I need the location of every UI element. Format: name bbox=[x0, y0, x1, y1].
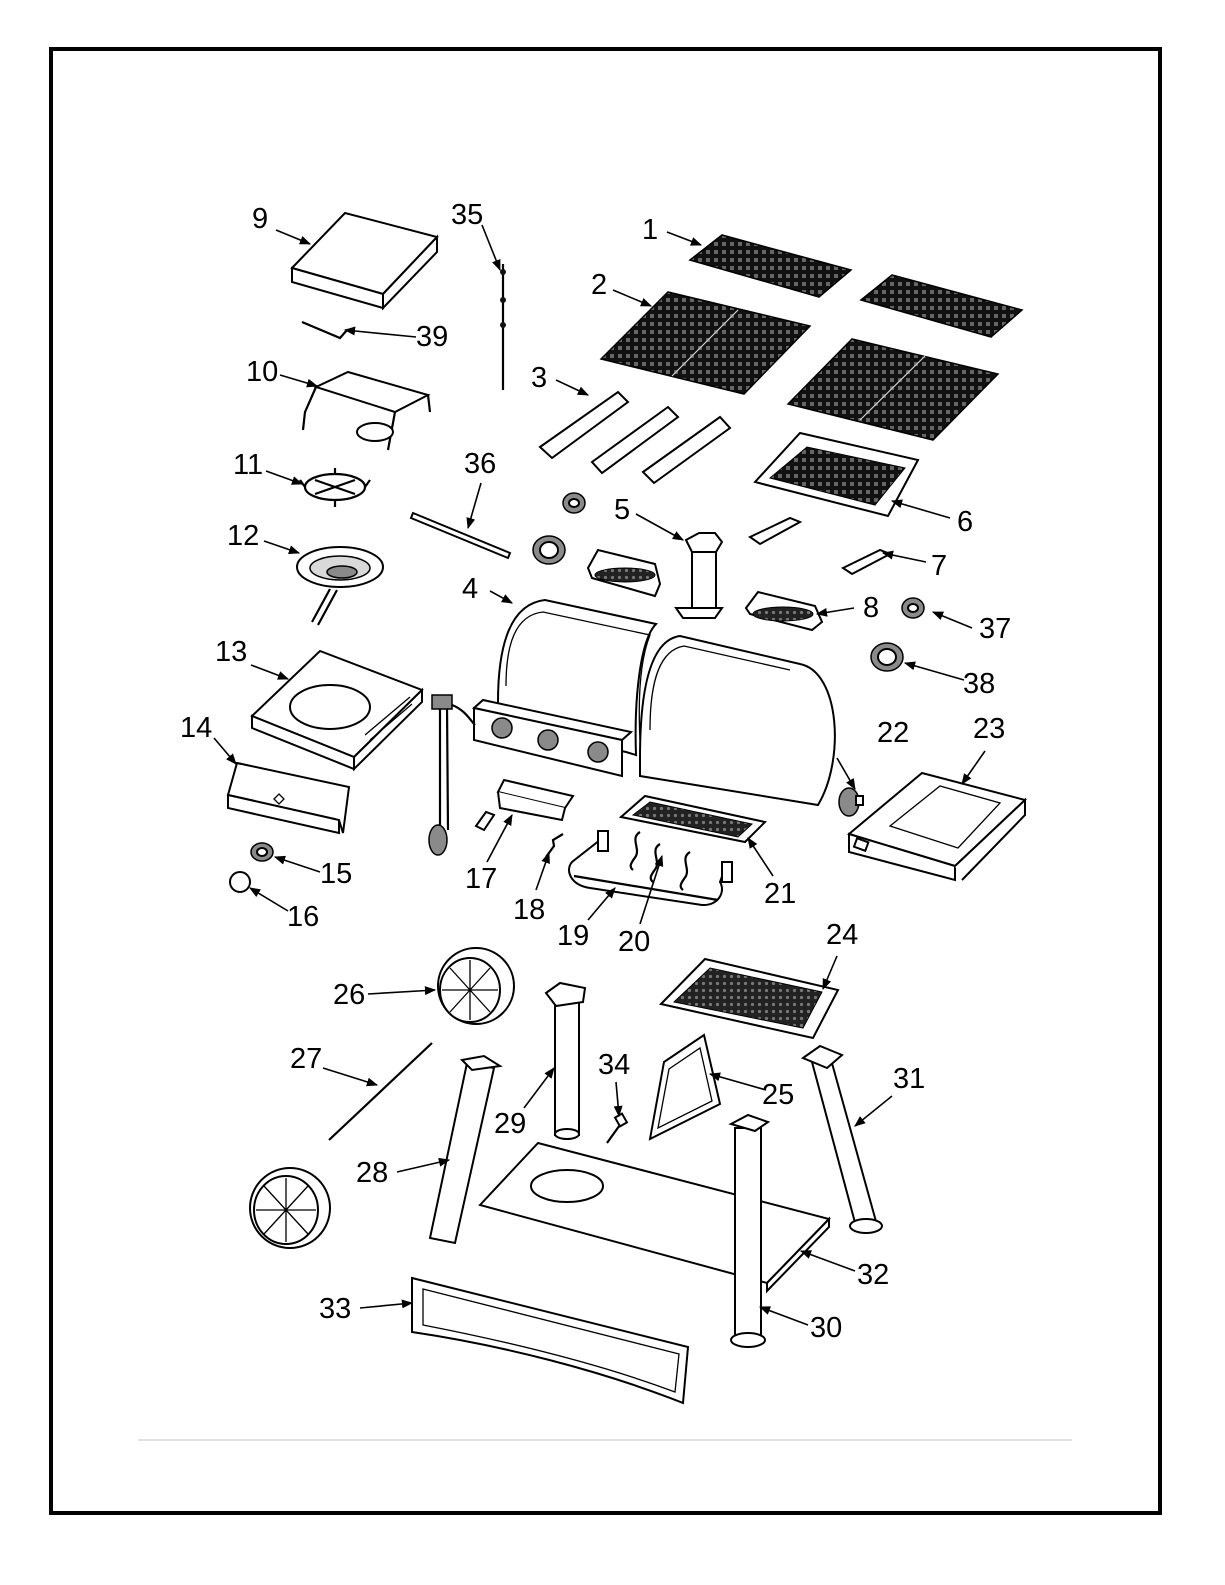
label-23: 23 bbox=[973, 713, 1005, 745]
part-15-knob-bezel bbox=[251, 843, 273, 861]
label-28: 28 bbox=[356, 1157, 388, 1189]
label-39: 39 bbox=[416, 321, 448, 353]
part-31-leg bbox=[803, 1046, 882, 1233]
part-21-grease-basket bbox=[621, 796, 765, 842]
label-31: 31 bbox=[893, 1063, 925, 1095]
label-3: 3 bbox=[531, 362, 547, 394]
label-38: 38 bbox=[963, 668, 995, 700]
label-9: 9 bbox=[252, 203, 268, 235]
part-28-leg bbox=[430, 1056, 500, 1243]
gas-hose-regulator bbox=[429, 695, 475, 855]
label-26: 26 bbox=[333, 979, 365, 1011]
part-33-front-panel bbox=[412, 1278, 688, 1403]
label-6: 6 bbox=[957, 506, 973, 538]
label-32: 32 bbox=[857, 1259, 889, 1291]
part-3-heat-tents bbox=[540, 392, 730, 483]
part-16-knob bbox=[230, 872, 250, 892]
label-2: 2 bbox=[591, 269, 607, 301]
part-10-side-burner-housing bbox=[303, 372, 430, 450]
label-8: 8 bbox=[863, 592, 879, 624]
part-6-charcoal-pan bbox=[755, 433, 918, 516]
label-17: 17 bbox=[465, 863, 497, 895]
part-25-panel-frame bbox=[650, 1035, 720, 1139]
label-37: 37 bbox=[979, 613, 1011, 645]
part-17-grease-tray bbox=[476, 780, 573, 830]
label-30: 30 bbox=[810, 1312, 842, 1344]
label-33: 33 bbox=[319, 1293, 351, 1325]
part-4-grill-body bbox=[474, 600, 835, 805]
part-22-damper bbox=[839, 788, 863, 816]
part-39-clip bbox=[302, 322, 347, 338]
label-21: 21 bbox=[764, 878, 796, 910]
label-27: 27 bbox=[290, 1043, 322, 1075]
part-36-bar bbox=[411, 513, 510, 558]
label-24: 24 bbox=[826, 919, 858, 951]
part-12-burner bbox=[297, 547, 383, 625]
part-27-axle bbox=[329, 1043, 432, 1140]
label-14: 14 bbox=[180, 712, 212, 744]
label-29: 29 bbox=[494, 1108, 526, 1140]
label-22: 22 bbox=[877, 717, 909, 749]
label-10: 10 bbox=[246, 356, 278, 388]
part-5-smoke-stack bbox=[676, 533, 722, 618]
part-11-burner-grate bbox=[300, 468, 370, 507]
label-15: 15 bbox=[320, 858, 352, 890]
part-9-side-burner-lid bbox=[292, 213, 437, 308]
label-36: 36 bbox=[464, 448, 496, 480]
label-4: 4 bbox=[462, 573, 478, 605]
label-1: 1 bbox=[642, 214, 658, 246]
label-16: 16 bbox=[287, 901, 319, 933]
part-29-leg bbox=[546, 983, 585, 1139]
part-34-bolt bbox=[607, 1114, 627, 1143]
label-35: 35 bbox=[451, 199, 483, 231]
label-20: 20 bbox=[618, 926, 650, 958]
part-32-bottom-shelf bbox=[480, 1143, 829, 1291]
part-13-side-shelf-frame bbox=[252, 651, 422, 769]
part-35-igniter-rod bbox=[500, 264, 506, 390]
label-7: 7 bbox=[931, 550, 947, 582]
label-25: 25 bbox=[762, 1079, 794, 1111]
label-19: 19 bbox=[557, 920, 589, 952]
label-18: 18 bbox=[513, 894, 545, 926]
part-14-control-panel-box bbox=[228, 763, 349, 833]
label-5: 5 bbox=[614, 494, 630, 526]
label-11: 11 bbox=[233, 449, 263, 481]
label-13: 13 bbox=[215, 636, 247, 668]
part-24-lower-grate bbox=[661, 959, 838, 1038]
label-34: 34 bbox=[598, 1049, 630, 1081]
part-23-side-shelf bbox=[849, 773, 1025, 880]
label-12: 12 bbox=[227, 520, 259, 552]
part-7-bracket bbox=[750, 518, 890, 574]
